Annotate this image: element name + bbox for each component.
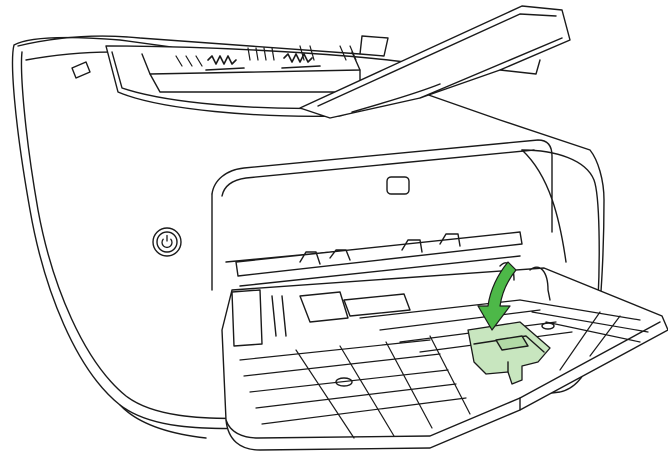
input-tray — [221, 231, 668, 451]
spring-icon — [205, 55, 245, 71]
logo-badge — [386, 176, 410, 195]
output-tray — [299, 5, 571, 119]
spring-icon — [281, 53, 321, 69]
power-button[interactable] — [152, 227, 182, 257]
media-width-guide[interactable] — [467, 321, 551, 385]
curved-arrow-down-icon — [477, 261, 517, 331]
power-icon — [161, 234, 173, 249]
